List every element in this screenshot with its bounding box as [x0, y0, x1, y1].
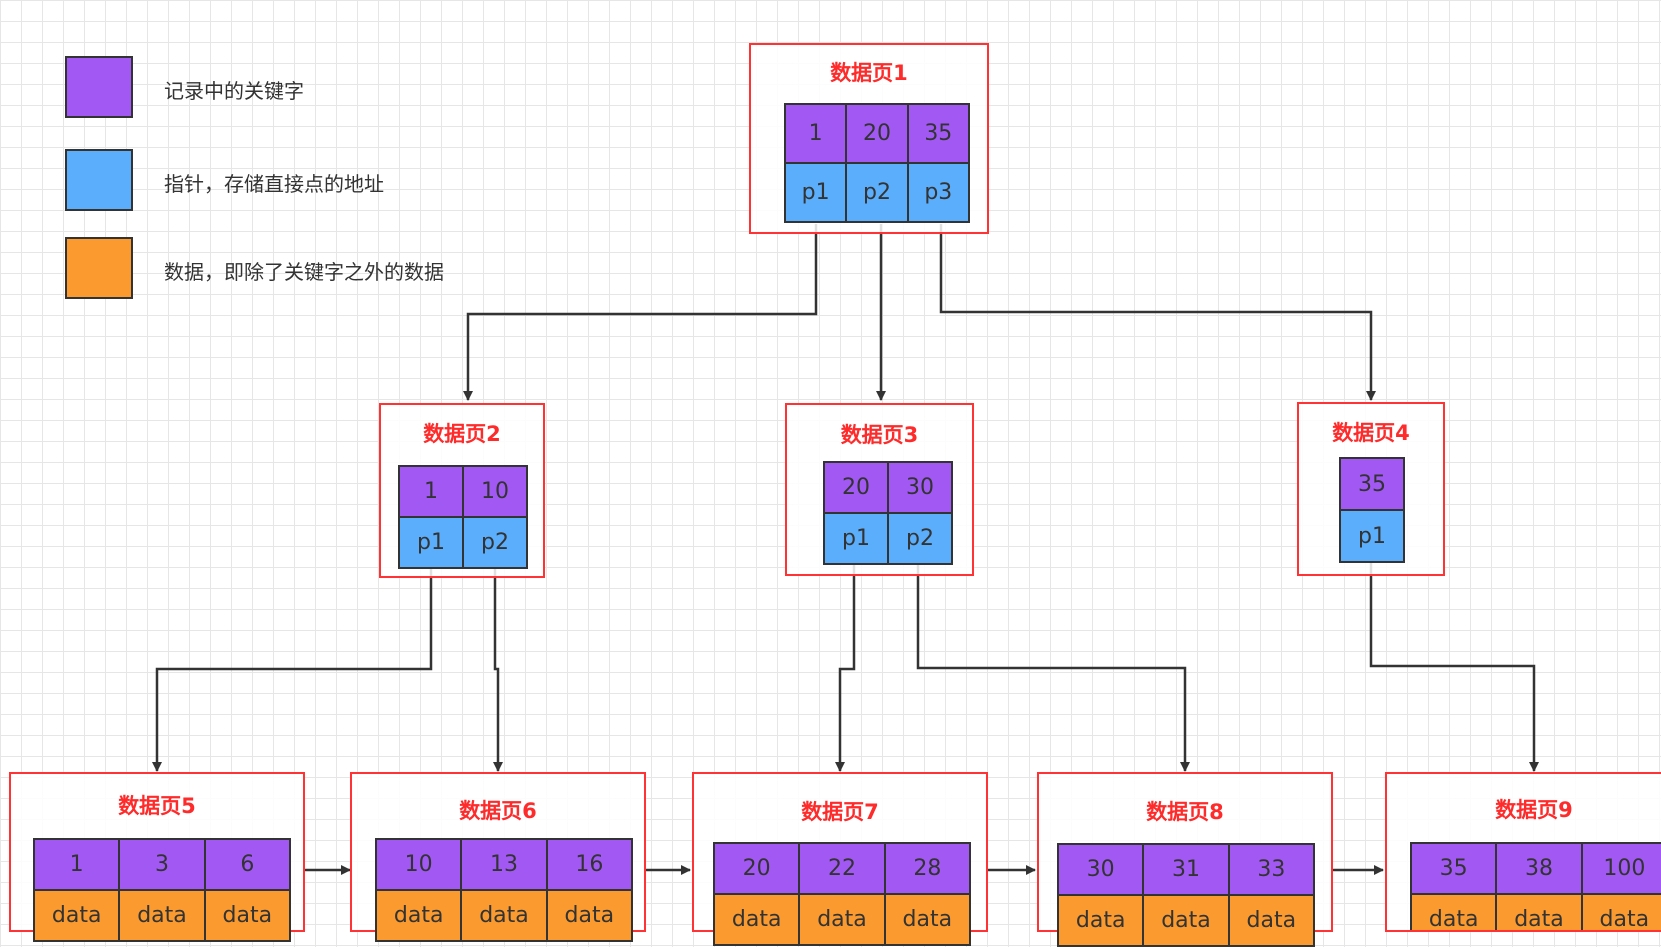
key-cell: 33 [1229, 845, 1313, 894]
page-records: 1 3 6 data data data [33, 838, 291, 942]
link-page2-p1-to-page5 [152, 567, 433, 772]
key-cell: 31 [1144, 845, 1228, 894]
key-cell: 6 [205, 840, 289, 889]
data-page-5: 数据页5 1 3 6 data data data [9, 772, 305, 942]
data-page-9: 数据页9 35 38 100 data data data [1385, 772, 1661, 932]
data-cell: data [1412, 895, 1496, 930]
page-title: 数据页1 [830, 61, 908, 85]
data-page-2: 数据页2 1 10 p1 p2 [379, 403, 545, 578]
data-page-7: 数据页7 20 22 28 data data data [692, 772, 988, 946]
page-records: 10 13 16 data data data [375, 838, 633, 942]
pointer-cell: p2 [847, 164, 907, 221]
key-cell: 1 [400, 467, 462, 516]
legend-key-swatch [65, 56, 133, 118]
data-cell: data [547, 891, 631, 940]
key-cell: 30 [1059, 845, 1143, 894]
data-cell: data [1059, 896, 1143, 945]
legend-data-swatch [65, 237, 133, 299]
pointer-cell: p2 [889, 514, 951, 563]
key-cell: 13 [462, 840, 546, 889]
pointer-cell: p1 [400, 518, 462, 567]
legend-pointer-swatch [65, 149, 133, 211]
data-cell: data [462, 891, 546, 940]
key-cell: 20 [825, 463, 887, 512]
pointer-cell: p1 [786, 164, 846, 221]
key-cell: 1 [35, 840, 119, 889]
data-cell: data [205, 891, 289, 940]
key-cell: 35 [1341, 459, 1403, 509]
data-page-6: 数据页6 10 13 16 data data data [350, 772, 646, 942]
page-records: 1 10 p1 p2 [398, 465, 528, 569]
key-cell: 35 [1412, 844, 1496, 893]
data-page-4: 数据页4 35 p1 [1297, 402, 1445, 576]
data-cell: data [1229, 896, 1313, 945]
pointer-cell: p1 [825, 514, 887, 563]
link-p1-to-page2 [463, 224, 818, 401]
page-records: 35 38 100 data data data [1410, 842, 1661, 930]
key-cell: 28 [885, 844, 969, 893]
key-cell: 10 [464, 467, 526, 516]
data-cell: data [1582, 895, 1661, 930]
key-cell: 38 [1497, 844, 1581, 893]
b-plus-tree-diagram: 记录中的关键字 指针，存储直接点的地址 数据，即除了关键字之外的数据 数据页1 [9, 43, 1661, 947]
link-page3-p2-to-page8 [916, 565, 1190, 772]
page-title: 数据页9 [1495, 798, 1573, 822]
link-page2-p2-to-page6 [493, 567, 503, 772]
page-title: 数据页7 [801, 800, 879, 824]
key-cell: 1 [786, 105, 846, 162]
data-page-3: 数据页3 20 30 p1 p2 [785, 403, 974, 576]
page-title: 数据页2 [423, 422, 501, 446]
page-records: 35 p1 [1339, 457, 1405, 563]
legend-data-label: 数据，即除了关键字之外的数据 [164, 260, 444, 284]
data-cell: data [120, 891, 204, 940]
pointer-cell: p1 [1341, 511, 1403, 561]
key-cell: 35 [908, 105, 968, 162]
key-cell: 20 [715, 844, 799, 893]
key-cell: 100 [1582, 844, 1661, 893]
link-page3-p1-to-page7 [835, 565, 856, 772]
page-title: 数据页4 [1332, 421, 1410, 445]
page-title: 数据页8 [1146, 800, 1224, 824]
page-title: 数据页6 [459, 799, 537, 823]
data-page-1: 数据页1 1 20 35 p1 p2 p3 [749, 43, 989, 234]
page-records: 20 30 p1 p2 [823, 461, 953, 565]
page-title: 数据页3 [840, 423, 919, 447]
key-cell: 20 [847, 105, 907, 162]
legend-pointer-label: 指针，存储直接点的地址 [164, 172, 384, 196]
key-cell: 22 [800, 844, 884, 893]
key-cell: 16 [547, 840, 631, 889]
key-cell: 3 [120, 840, 204, 889]
legend-key-label: 记录中的关键字 [164, 79, 304, 103]
page-records: 1 20 35 p1 p2 p3 [784, 103, 970, 223]
key-cell: 30 [889, 463, 951, 512]
link-p3-to-page4 [939, 224, 1376, 401]
page-records: 30 31 33 data data data [1057, 843, 1315, 947]
pointer-cell: p2 [464, 518, 526, 567]
data-cell: data [377, 891, 461, 940]
page-title: 数据页5 [118, 794, 196, 818]
page-records: 20 22 28 data data data [713, 842, 971, 946]
data-cell: data [1144, 896, 1228, 945]
data-cell: data [35, 891, 119, 940]
pointer-links [152, 224, 1539, 875]
data-cell: data [1497, 895, 1581, 930]
link-page4-p1-to-page9 [1369, 561, 1539, 772]
data-page-8: 数据页8 30 31 33 data data data [1037, 772, 1333, 947]
pointer-cell: p3 [908, 164, 968, 221]
key-cell: 10 [377, 840, 461, 889]
